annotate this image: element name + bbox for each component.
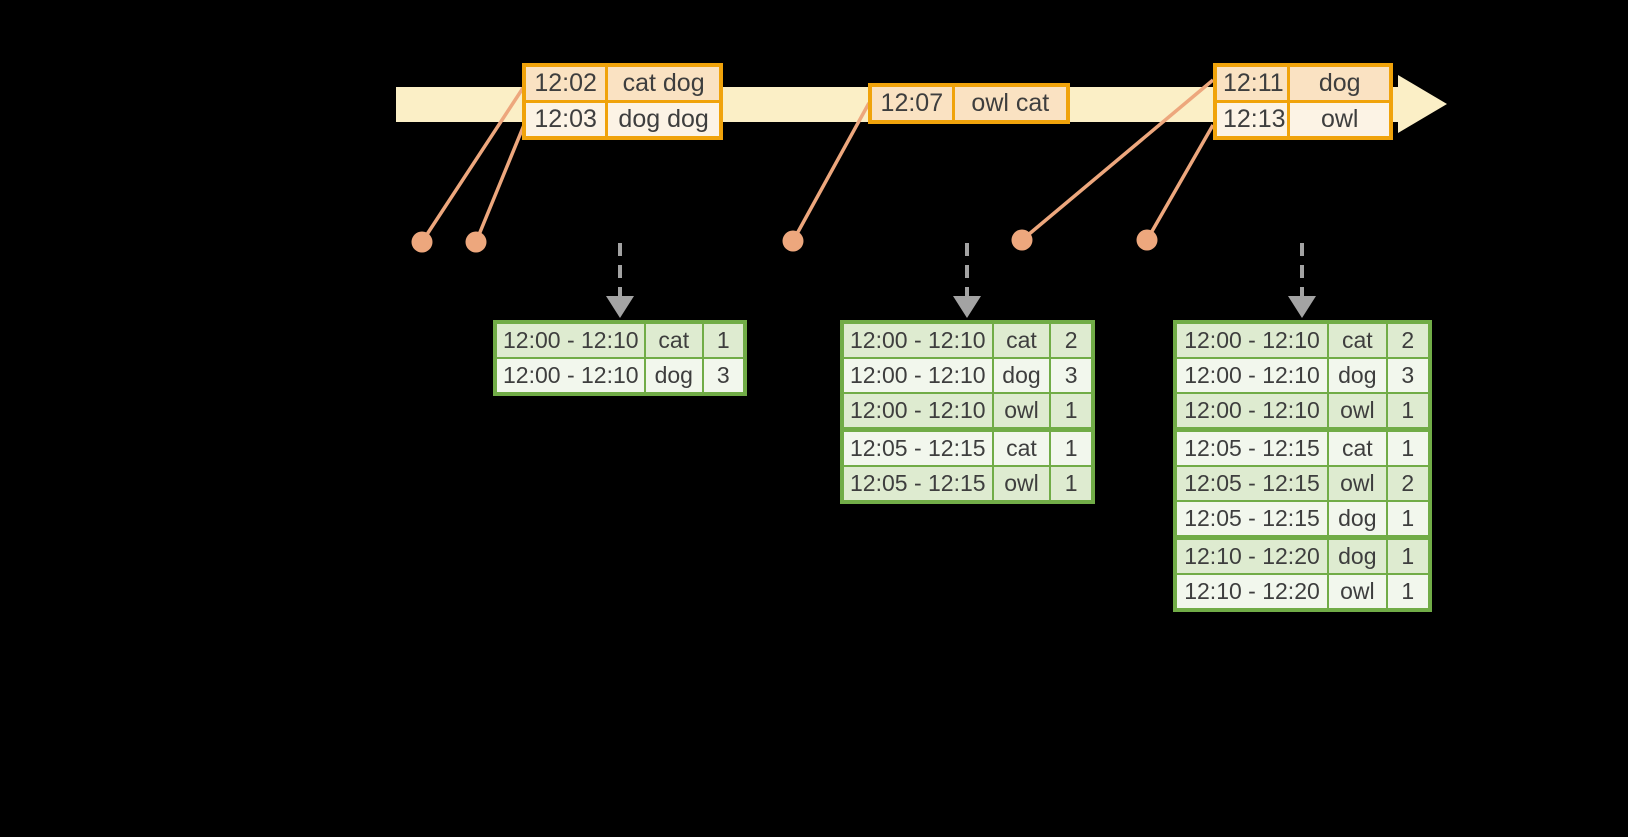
- word-cell: dog: [1327, 500, 1388, 540]
- count-cell: 3: [1049, 357, 1094, 394]
- word-cell: owl: [1327, 392, 1388, 432]
- word-cell: cat: [1327, 428, 1388, 467]
- event-dot: [1011, 229, 1033, 251]
- time-cell: 12:11: [1213, 63, 1291, 103]
- window-cell: 12:05 - 12:15: [1174, 428, 1329, 467]
- count-cell: 1: [1385, 428, 1432, 467]
- trigger-arrowhead-icon: [1288, 296, 1316, 318]
- word-cell: owl: [991, 465, 1052, 503]
- word-cell: owl: [991, 392, 1052, 432]
- word-cell: dog: [644, 357, 704, 395]
- count-cell: 3: [1385, 357, 1432, 394]
- window-cell: 12:05 - 12:15: [1174, 500, 1329, 540]
- connector-line: [1145, 124, 1215, 241]
- connector-line: [474, 124, 526, 243]
- count-cell: 3: [701, 357, 746, 395]
- time-cell: 12:07: [868, 83, 955, 124]
- word-cell: cat: [991, 428, 1052, 467]
- connector-line: [791, 102, 871, 242]
- word-cell: cat: [1327, 321, 1388, 359]
- window-cell: 12:05 - 12:15: [1174, 465, 1329, 502]
- event-dot: [782, 230, 804, 252]
- window-cell: 12:05 - 12:15: [841, 428, 994, 467]
- window-cell: 12:00 - 12:10: [1174, 321, 1329, 359]
- time-cell: 12:03: [522, 100, 609, 140]
- word-cell: owl: [1327, 465, 1388, 502]
- event-dot: [465, 231, 487, 253]
- trigger-arrowhead-icon: [606, 296, 634, 318]
- window-cell: 12:00 - 12:10: [841, 392, 994, 432]
- count-cell: 1: [1385, 536, 1432, 575]
- count-cell: 1: [1385, 573, 1432, 611]
- count-cell: 1: [1049, 465, 1094, 503]
- count-cell: 2: [1385, 465, 1432, 502]
- words-cell: cat dog: [605, 63, 723, 103]
- window-cell: 12:10 - 12:20: [1174, 573, 1329, 611]
- count-cell: 1: [1385, 392, 1432, 432]
- timeline-arrowhead-icon: [1398, 75, 1447, 133]
- count-cell: 1: [1049, 392, 1094, 432]
- word-cell: owl: [1327, 573, 1388, 611]
- count-cell: 1: [1385, 500, 1432, 540]
- word-cell: cat: [991, 321, 1052, 359]
- count-cell: 1: [1049, 428, 1094, 467]
- time-cell: 12:02: [522, 63, 609, 103]
- word-cell: dog: [991, 357, 1052, 394]
- time-cell: 12:13: [1213, 100, 1291, 140]
- words-cell: owl: [1287, 100, 1393, 140]
- word-cell: dog: [1327, 357, 1388, 394]
- trigger-arrowhead-icon: [953, 296, 981, 318]
- word-cell: dog: [1327, 536, 1388, 575]
- event-dot: [411, 231, 433, 253]
- window-cell: 12:00 - 12:10: [841, 321, 994, 359]
- words-cell: dog dog: [605, 100, 723, 140]
- window-cell: 12:00 - 12:10: [1174, 392, 1329, 432]
- word-cell: cat: [644, 321, 704, 359]
- window-cell: 12:00 - 12:10: [841, 357, 994, 394]
- event-dot: [1136, 229, 1158, 251]
- window-cell: 12:00 - 12:10: [1174, 357, 1329, 394]
- count-cell: 1: [701, 321, 746, 359]
- count-cell: 2: [1049, 321, 1094, 359]
- window-cell: 12:10 - 12:20: [1174, 536, 1329, 575]
- words-cell: owl cat: [951, 83, 1070, 124]
- window-cell: 12:00 - 12:10: [494, 357, 646, 395]
- count-cell: 2: [1385, 321, 1432, 359]
- window-cell: 12:05 - 12:15: [841, 465, 994, 503]
- words-cell: dog: [1287, 63, 1393, 103]
- window-cell: 12:00 - 12:10: [494, 321, 646, 359]
